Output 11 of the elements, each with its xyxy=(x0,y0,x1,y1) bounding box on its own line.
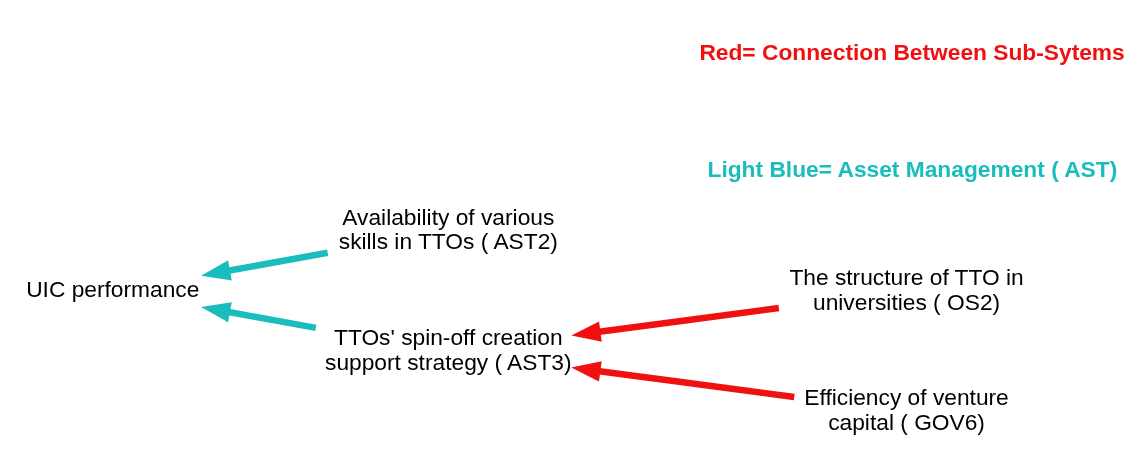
arrow xyxy=(571,304,780,342)
arrow xyxy=(201,249,329,281)
node-text: Efficiency of venture capital ( GOV6) xyxy=(804,384,1009,435)
node-text: The structure of TTO in universities ( OS2) xyxy=(789,264,1024,315)
node-text: Availability of various skills in TTOs ( AST2) xyxy=(338,204,558,255)
arrow xyxy=(201,302,317,331)
node-text: TTOs' spin-off creation support strategy ( AST3) xyxy=(325,324,572,375)
arrow xyxy=(571,361,795,401)
legend-label: Red= Connection Between Sub-Sytems xyxy=(699,39,1125,66)
node-text: UIC performance xyxy=(26,276,200,303)
legend-label: Light Blue= Asset Management ( AST) xyxy=(707,156,1118,183)
